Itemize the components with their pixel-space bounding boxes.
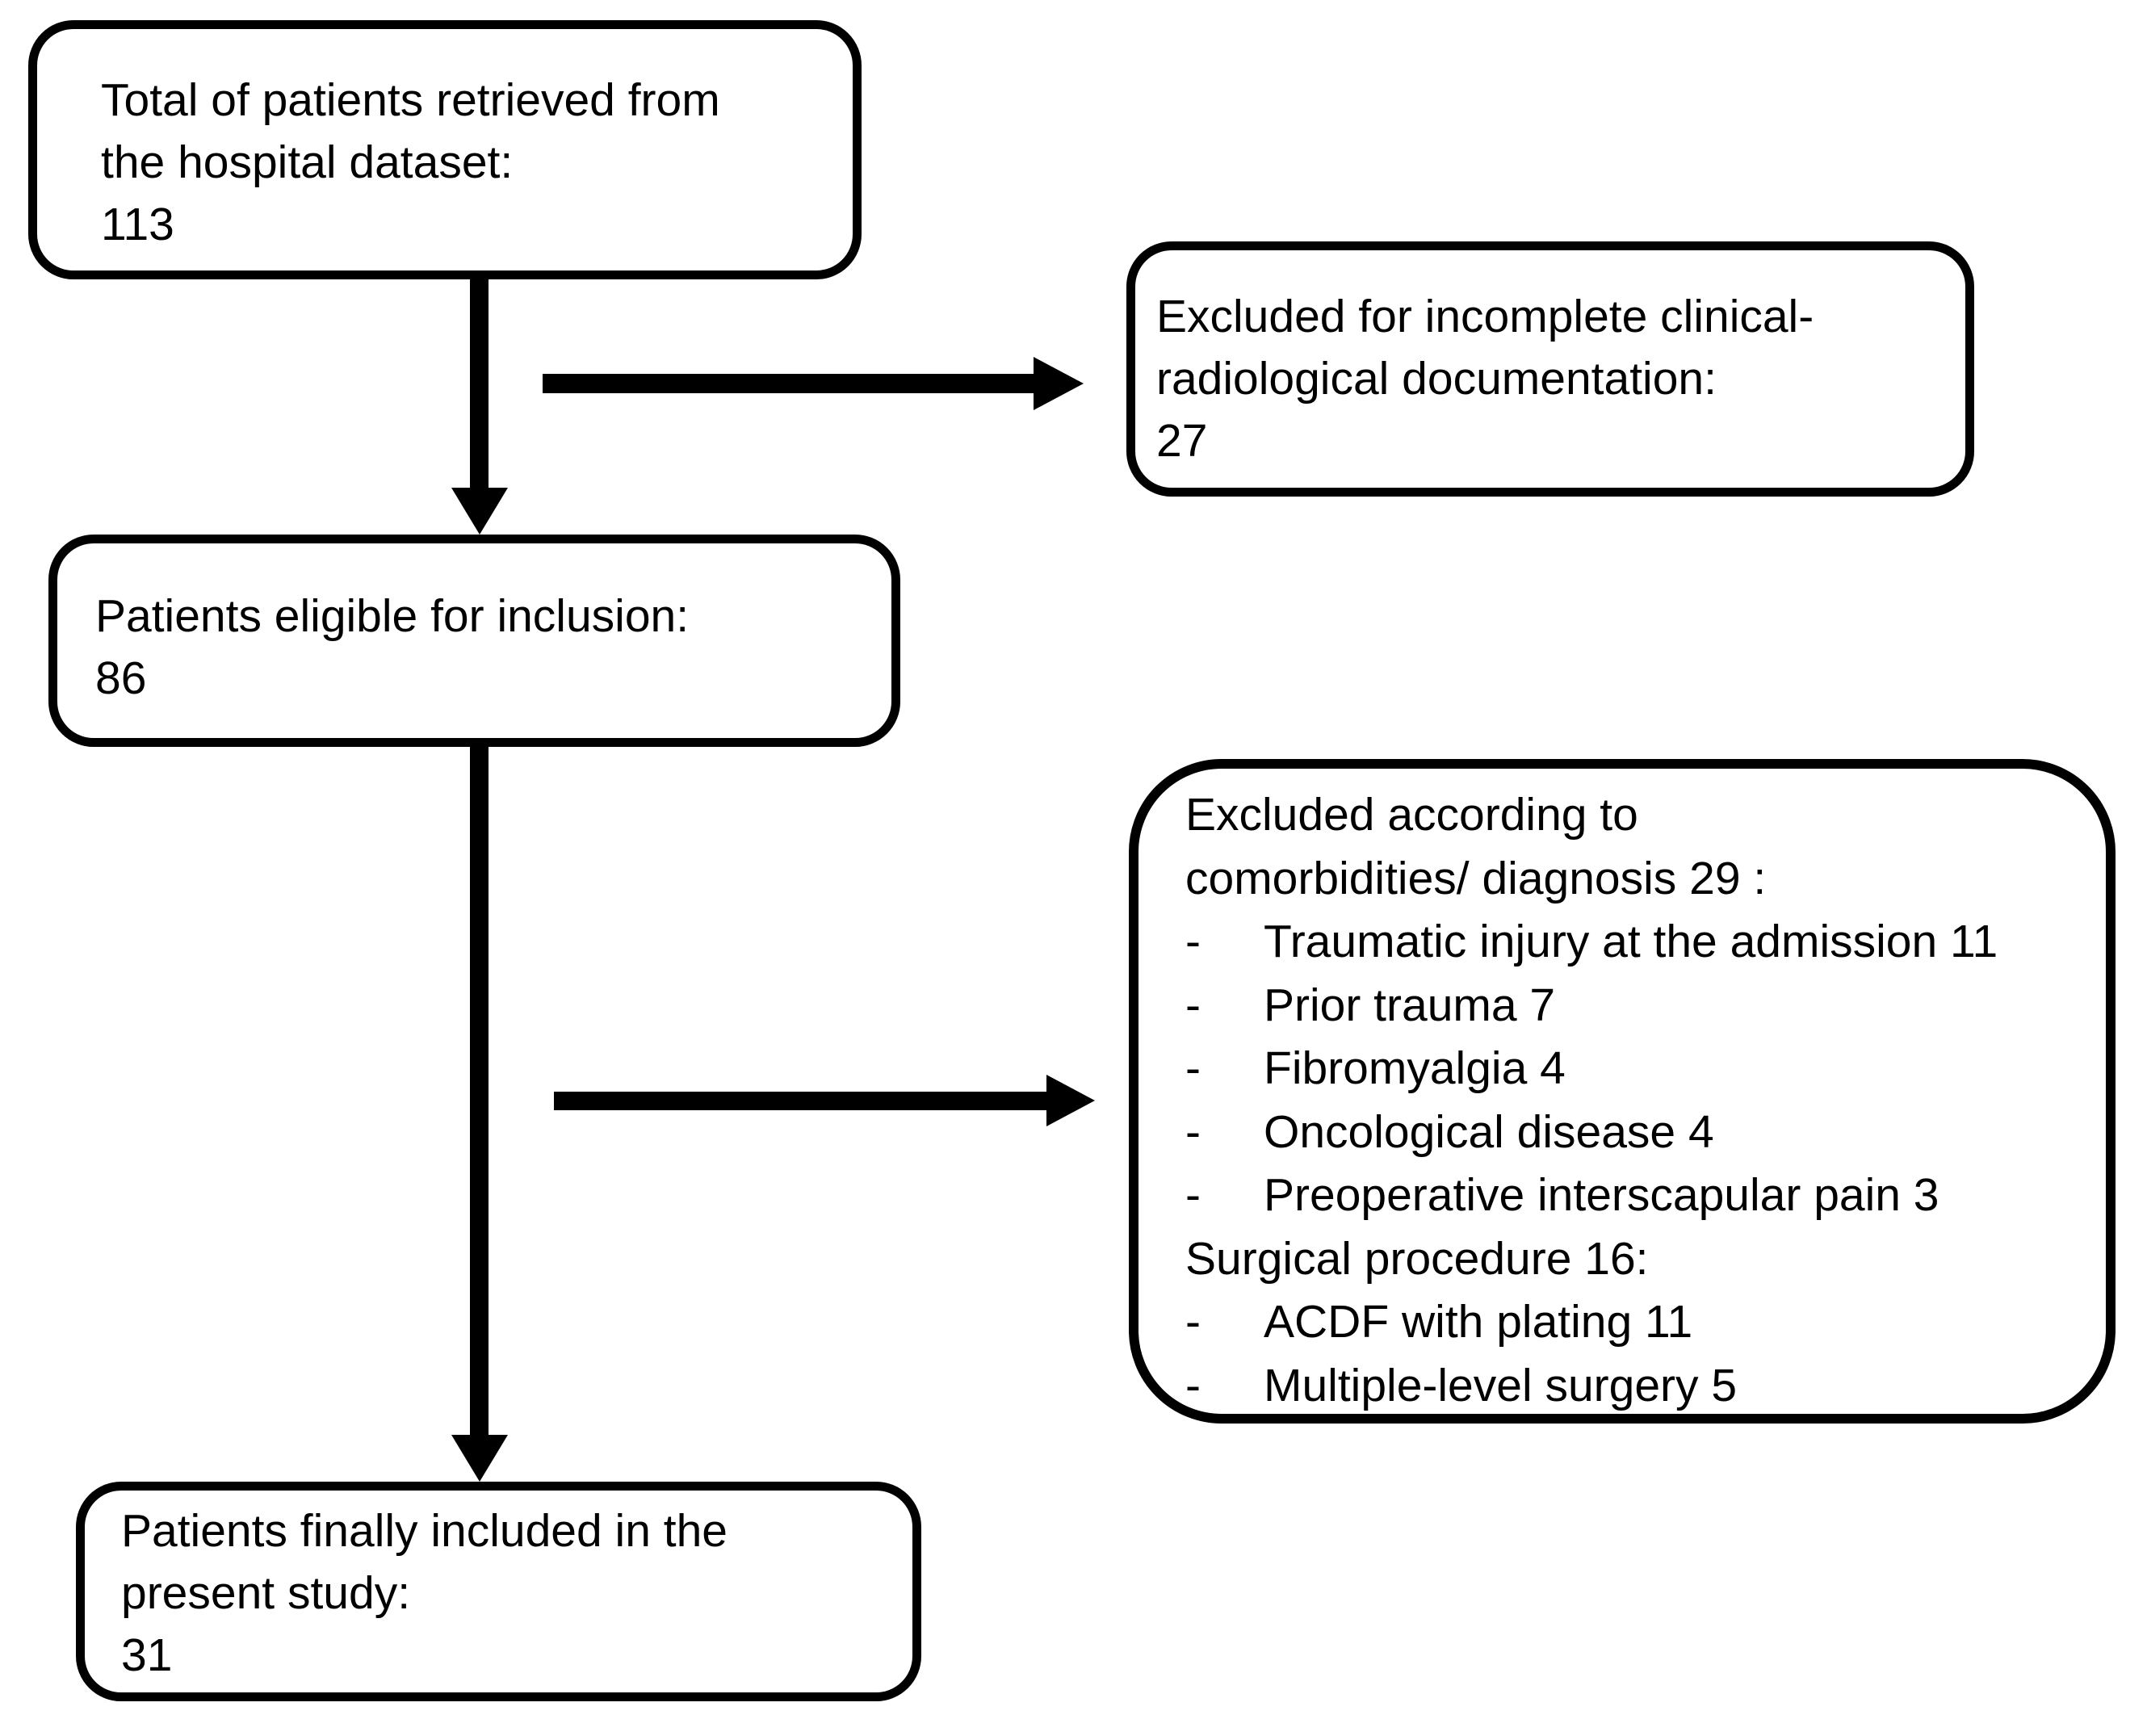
- arrow-shaft: [554, 1092, 1046, 1110]
- exclusion-item-prior-trauma: - Prior trauma 7: [1185, 974, 2094, 1038]
- box-excluded-comorbidities: Excluded according to comorbidities/ dia…: [1129, 759, 2116, 1424]
- bullet-dash: -: [1185, 1359, 1201, 1411]
- final-included-text-line-2: present study:: [121, 1567, 411, 1619]
- bullet-dash: -: [1185, 1042, 1201, 1094]
- exclusion-item-oncological-disease: - Oncological disease 4: [1185, 1101, 2094, 1164]
- box-final-included-patients: Patients finally included in the present…: [76, 1482, 921, 1701]
- bullet-dash: -: [1185, 916, 1201, 967]
- exclusion-header-line-2: comorbidities/ diagnosis 29 :: [1185, 852, 1767, 904]
- arrow-shaft: [470, 747, 489, 1436]
- arrow-shaft: [543, 374, 1034, 393]
- exclusion-item-interscapular-pain: - Preoperative interscapular pain 3: [1185, 1164, 2094, 1227]
- bullet-dash: -: [1185, 1105, 1201, 1158]
- box-eligible-patients: Patients eligible for inclusion: 86: [48, 535, 900, 747]
- box-total-patients: Total of patients retrieved from the hos…: [28, 20, 862, 279]
- excluded-docs-text-line-2: radiological documentation:: [1156, 353, 1717, 405]
- bullet-dash: -: [1185, 1296, 1201, 1348]
- exclusion-item-acdf-plating: - ACDF with plating 11: [1185, 1290, 2094, 1354]
- exclusion-item-traumatic-injury: - Traumatic injury at the admission 11: [1185, 910, 2094, 974]
- arrowhead-down-icon: [451, 1435, 508, 1482]
- arrowhead-right-icon: [1034, 357, 1084, 410]
- surgical-procedure-header: Surgical procedure 16:: [1185, 1232, 1649, 1285]
- total-patients-text-line-2: the hospital dataset:: [101, 136, 514, 188]
- bullet-dash: -: [1185, 1169, 1201, 1221]
- exclusion-item-multiple-level-surgery: - Multiple-level surgery 5: [1185, 1354, 2094, 1418]
- excluded-docs-text-line-1: Excluded for incomplete clinical-: [1156, 291, 1814, 342]
- exclusion-header-line-1: Excluded according to: [1185, 789, 1638, 841]
- total-patients-count: 113: [101, 199, 174, 250]
- exclusion-item-fibromyalgia: - Fibromyalgia 4: [1185, 1037, 2094, 1101]
- final-included-count: 31: [121, 1629, 173, 1681]
- total-patients-text-line-1: Total of patients retrieved from: [101, 74, 720, 126]
- eligible-text-line-1: Patients eligible for inclusion:: [95, 590, 690, 642]
- arrow-shaft: [470, 278, 489, 489]
- arrowhead-right-icon: [1046, 1075, 1095, 1126]
- excluded-docs-count: 27: [1156, 415, 1208, 467]
- arrowhead-down-icon: [451, 488, 508, 535]
- box-excluded-documentation: Excluded for incomplete clinical- radiol…: [1126, 241, 1974, 497]
- bullet-dash: -: [1185, 979, 1201, 1031]
- final-included-text-line-1: Patients finally included in the: [121, 1505, 728, 1557]
- eligible-count: 86: [95, 652, 147, 704]
